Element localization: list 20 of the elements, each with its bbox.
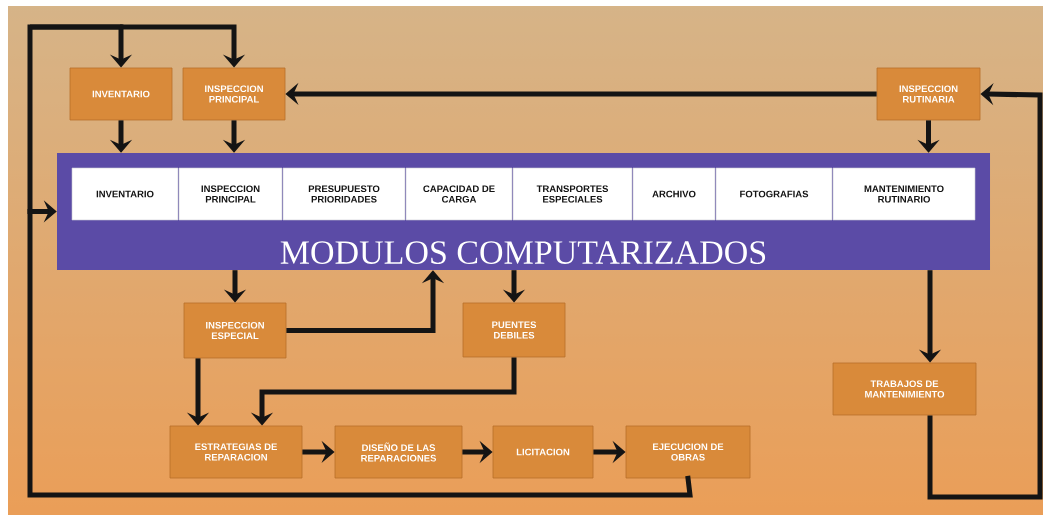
process-box: PUENTES DEBILES: [462, 302, 566, 358]
module-cell: ARCHIVO: [632, 167, 716, 221]
process-box: EJECUCION DE OBRAS: [625, 425, 751, 479]
module-cell: INSPECCION PRINCIPAL: [178, 167, 283, 221]
process-box: INSPECCION PRINCIPAL: [182, 67, 286, 121]
module-cell: INVENTARIO: [71, 167, 179, 221]
process-box: INSPECCION ESPECIAL: [183, 302, 287, 359]
process-box: LICITACION: [492, 425, 594, 479]
module-cell: PRESUPUESTO PRIORIDADES: [282, 167, 406, 221]
process-box: TRABAJOS DE MANTENIMIENTO: [832, 362, 977, 416]
module-cell: MANTENIMIENTO RUTINARIO: [832, 167, 976, 221]
arrow: [30, 24, 133, 68]
module-cell: FOTOGRAFIAS: [715, 167, 833, 221]
process-box: ESTRATEGIAS DE REPARACION: [169, 425, 303, 479]
module-cell: CAPACIDAD DE CARGA: [405, 167, 513, 221]
process-box: INVENTARIO: [69, 67, 173, 121]
process-box: DISEÑO DE LAS REPARACIONES: [334, 425, 463, 479]
arrow: [120, 24, 246, 68]
module-cell: TRANSPORTES ESPECIALES: [512, 167, 633, 221]
process-box: INSPECCION RUTINARIA: [876, 67, 981, 121]
